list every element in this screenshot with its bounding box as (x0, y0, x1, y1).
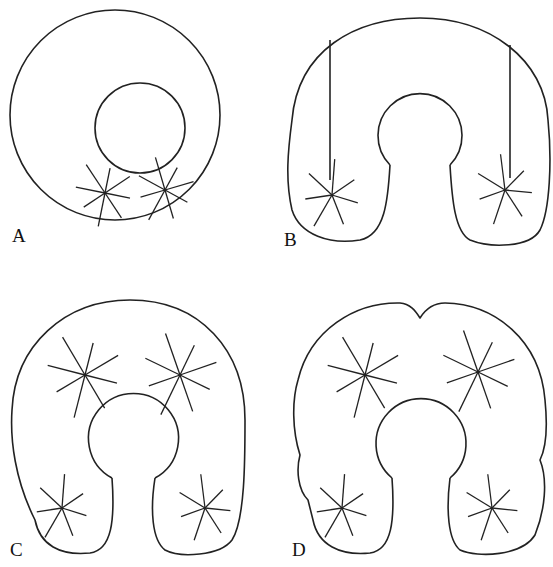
stroke-line (365, 355, 398, 375)
stroke-line (62, 508, 86, 516)
stroke-line (86, 165, 105, 193)
vertical-line (329, 40, 331, 180)
stroke-line (180, 492, 205, 508)
stroke-line (314, 195, 332, 226)
stroke-line (468, 508, 492, 517)
stroke-line (105, 193, 121, 218)
stroke-line (63, 337, 85, 375)
stroke-line (332, 195, 358, 203)
stroke-line (85, 355, 118, 375)
stroke-line (62, 494, 83, 508)
panel-letter: C (10, 540, 23, 559)
stroke-line (337, 375, 365, 392)
stroke-line (62, 474, 65, 508)
stroke-line (85, 375, 105, 408)
stroke-line (505, 171, 524, 190)
stroke-line (309, 174, 332, 195)
stroke-line (325, 508, 342, 537)
stroke-line (37, 508, 62, 512)
stroke-line (478, 359, 514, 372)
stroke-line (492, 508, 517, 511)
stroke-line (149, 375, 180, 386)
stroke-line (501, 154, 505, 190)
stroke-line (201, 474, 205, 508)
stroke-line (343, 337, 365, 375)
radiating-lines (37, 154, 532, 540)
inner-circle (95, 83, 185, 173)
panel-letter: D (292, 540, 306, 559)
stroke-line (342, 494, 363, 508)
stroke-line (481, 508, 492, 540)
stroke-line (57, 375, 85, 392)
stroke-line (505, 190, 522, 216)
stroke-line (328, 365, 365, 375)
stroke-line (365, 375, 385, 408)
stroke-line (105, 168, 110, 193)
stroke-line (48, 365, 85, 375)
stroke-line (478, 372, 491, 408)
stroke-line (105, 177, 130, 193)
inner-circle (378, 94, 462, 165)
horseshoe-outline (288, 18, 550, 245)
stroke-line (467, 492, 492, 508)
horseshoe-outline (12, 300, 245, 555)
stroke-line (181, 508, 205, 517)
stroke-line (332, 180, 354, 195)
stroke-line (180, 375, 193, 411)
panel-letter: A (12, 226, 26, 245)
outer-ring (10, 10, 220, 220)
stroke-line (155, 157, 165, 190)
stroke-line (342, 508, 366, 516)
stroke-line (76, 187, 105, 193)
stroke-line (205, 490, 223, 508)
stroke-line (354, 375, 365, 418)
panel-letter: B (284, 230, 297, 249)
stroke-line (332, 195, 343, 224)
stroke-line (492, 508, 508, 533)
stroke-line (320, 488, 342, 508)
stroke-line (98, 193, 105, 226)
stroke-line (166, 333, 180, 375)
stroke-line (480, 190, 505, 199)
vertical-line (509, 45, 511, 178)
stroke-line (488, 474, 492, 508)
stroke-line (317, 508, 342, 512)
stroke-line (165, 190, 173, 219)
stroke-line (105, 193, 130, 198)
stroke-line (492, 490, 510, 508)
stroke-line (62, 508, 73, 536)
stroke-line (205, 508, 230, 511)
stroke-line (205, 508, 221, 533)
stroke-line (478, 174, 505, 190)
stroke-line (141, 190, 165, 197)
stroke-line (505, 190, 532, 193)
stroke-line (194, 508, 205, 540)
stroke-line (342, 508, 353, 536)
stroke-line (180, 362, 216, 375)
stroke-line (447, 372, 478, 383)
stroke-line (464, 330, 478, 372)
stroke-line (74, 375, 85, 418)
stroke-line (165, 182, 194, 190)
stroke-line (84, 193, 105, 207)
inner-circle (376, 399, 466, 478)
stroke-line (342, 474, 345, 508)
stroke-line (332, 159, 335, 195)
stroke-line (305, 195, 332, 199)
stroke-line (45, 508, 62, 537)
stroke-line (40, 488, 62, 508)
horseshoe-outline (294, 303, 546, 554)
stroke-line (494, 190, 505, 224)
